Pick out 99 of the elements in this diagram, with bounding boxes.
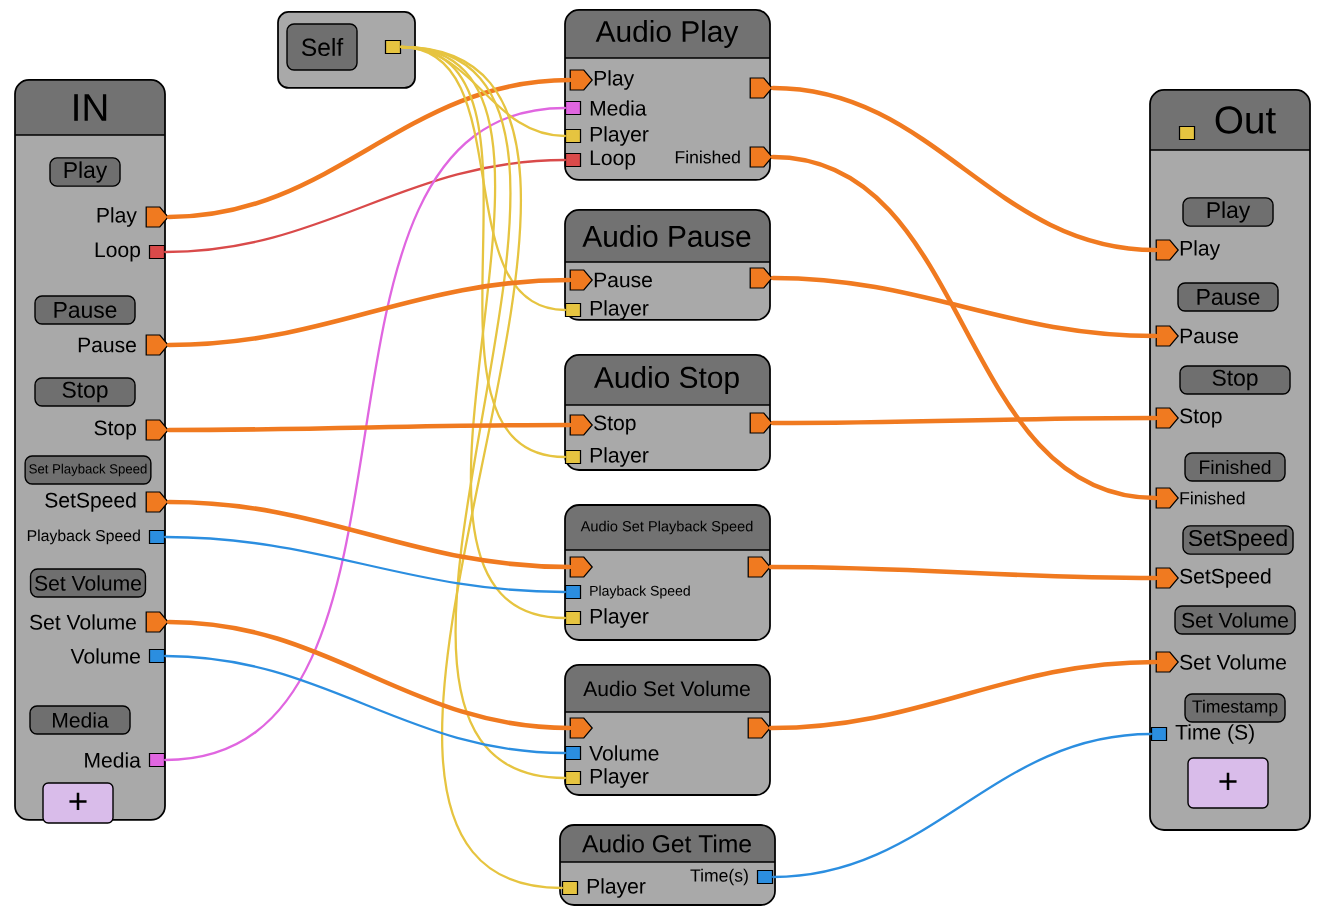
- section-button: Play: [1182, 197, 1274, 227]
- port: Loop: [95, 242, 166, 262]
- node-label: Play: [594, 70, 635, 90]
- wire: [164, 158, 567, 254]
- port: Pause: [1155, 325, 1238, 347]
- port: Player: [564, 608, 649, 628]
- port: [749, 412, 773, 434]
- node-label: Pause: [78, 337, 136, 353]
- node-label: SetSpeed: [1180, 568, 1271, 588]
- port: [1178, 125, 1196, 141]
- node-panel: Self: [277, 11, 416, 89]
- port: Media: [564, 100, 647, 116]
- section-button: Media: [29, 705, 131, 735]
- node-label: Finished: [675, 150, 740, 164]
- node-label: Play: [1180, 240, 1221, 260]
- wire: [770, 275, 1158, 339]
- port: Pause: [569, 269, 652, 291]
- port: Set Volume: [1155, 651, 1286, 673]
- port: Set Volume: [30, 611, 169, 633]
- port: Player: [564, 447, 649, 467]
- add-button: +: [42, 782, 114, 824]
- port: Stop: [569, 414, 636, 436]
- port: [384, 39, 402, 55]
- node-label: Loop: [590, 150, 636, 170]
- node-label: Play: [97, 207, 137, 227]
- section-button: Pause: [34, 295, 136, 325]
- node-label: Media: [590, 100, 647, 116]
- section-button: Set Volume: [29, 568, 147, 598]
- node-label: Media: [85, 752, 141, 768]
- node-label: Volume: [70, 648, 140, 664]
- section-button: Stop: [34, 377, 136, 407]
- node-label: Player: [590, 447, 649, 467]
- port: Volume: [70, 648, 166, 664]
- node-label: Stop: [1180, 408, 1222, 428]
- port: Playback Speed: [564, 584, 690, 600]
- port: Finished: [1155, 487, 1245, 509]
- port: Stop: [1155, 407, 1222, 429]
- node-label: Player: [590, 608, 649, 628]
- node-label: Time(s): [690, 868, 748, 886]
- port: Player: [564, 300, 649, 320]
- node-label: Playback Speed: [590, 585, 690, 599]
- section-button: Pause: [1177, 282, 1279, 312]
- node-label: Player: [587, 878, 646, 898]
- node-label: Player: [590, 768, 649, 788]
- section-button: Stop: [1179, 365, 1291, 395]
- section-button: Play: [49, 157, 121, 187]
- wire: [166, 77, 572, 220]
- port: Volume: [564, 745, 659, 761]
- port: Loop: [564, 150, 636, 170]
- wire: [772, 732, 1153, 879]
- node-label: Stop: [594, 415, 636, 435]
- wire: [166, 619, 572, 731]
- node-label: Volume: [589, 745, 659, 761]
- section-button: Set Playback Speed: [24, 455, 152, 485]
- node-label: Time (S): [1175, 724, 1254, 744]
- port: Play: [569, 69, 635, 91]
- port: SetSpeed: [1155, 567, 1271, 589]
- wire: [768, 659, 1158, 731]
- section-button: Set Volume: [1174, 605, 1296, 635]
- port: Pause: [78, 334, 169, 356]
- wire: [770, 415, 1158, 426]
- port: Playback Speed: [27, 529, 166, 545]
- wire: [770, 154, 1158, 501]
- port: [747, 717, 771, 739]
- node-label: Pause: [594, 272, 652, 288]
- node-label: Loop: [95, 242, 140, 262]
- wire: [164, 654, 567, 755]
- port: Media: [85, 752, 166, 768]
- port: Play: [1155, 239, 1221, 261]
- wire: [164, 106, 567, 762]
- section-button: SetSpeed: [1182, 525, 1294, 555]
- node-label: Player: [590, 300, 649, 320]
- port: [569, 717, 593, 739]
- wire: [166, 422, 572, 433]
- wire: [770, 85, 1158, 253]
- wire: [166, 277, 572, 348]
- node-label: Set Volume: [30, 614, 136, 630]
- port: Finished: [675, 146, 773, 168]
- port: Play: [97, 206, 169, 228]
- section-button: Timestamp: [1184, 693, 1286, 723]
- port: Player: [561, 878, 646, 898]
- node-label: Set Volume: [1180, 654, 1287, 670]
- node-label: Playback Speed: [27, 529, 140, 545]
- port: Player: [564, 768, 649, 788]
- node-label: SetSpeed: [45, 492, 136, 512]
- port: Stop: [94, 419, 169, 441]
- wire: [768, 564, 1158, 581]
- section-button: Finished: [1184, 452, 1286, 482]
- node-label: Finished: [1180, 491, 1245, 505]
- port: Time(s): [690, 868, 774, 886]
- port: Player: [564, 126, 649, 146]
- wire: [166, 499, 572, 570]
- node-label: Player: [590, 126, 649, 146]
- node-label: Pause: [1180, 328, 1238, 344]
- add-button: +: [1187, 757, 1269, 809]
- port: Time (S): [1150, 724, 1254, 744]
- port: SetSpeed: [45, 491, 169, 513]
- node-label: Stop: [94, 420, 136, 440]
- wire: [164, 535, 567, 594]
